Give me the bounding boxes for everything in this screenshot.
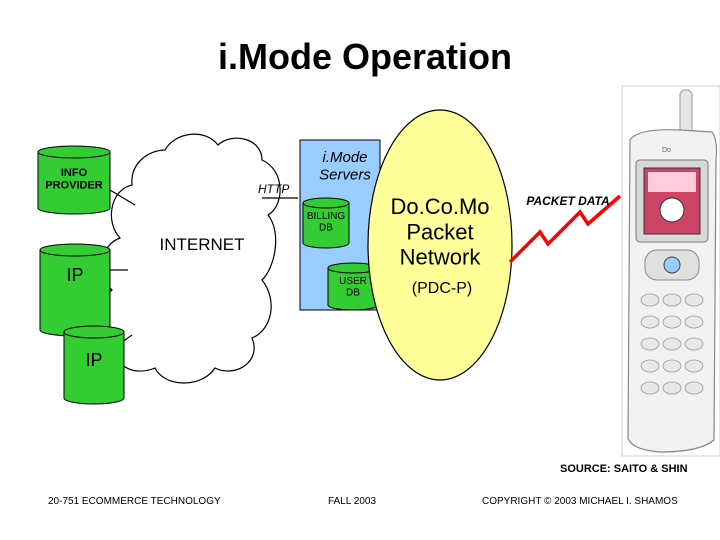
docomo-network-ellipse — [367, 109, 513, 381]
footer-copyright: COPYRIGHT © 2003 MICHAEL I. SHAMOS — [482, 496, 678, 507]
packet-data-label: PACKET DATA — [526, 194, 609, 208]
internet-label: INTERNET — [160, 235, 245, 254]
source-credit: SOURCE: SAITO & SHIN — [560, 463, 688, 475]
packet-data-bolt — [508, 194, 622, 264]
info-provider-cylinder — [37, 145, 111, 215]
slide-title: i.Mode Operation — [217, 36, 512, 77]
footer-term: FALL 2003 — [328, 496, 377, 507]
billing-db-cylinder — [302, 197, 350, 249]
ip-left-cylinder — [39, 243, 111, 337]
phone-brand-text: Do — [662, 147, 671, 154]
http-label: HTTP — [258, 182, 289, 196]
ip-left-label: IP — [66, 265, 83, 285]
ip-bottom-label: IP — [85, 350, 102, 370]
pdc-p-label: (PDC-P) — [412, 280, 472, 297]
mobile-phone: Do — [621, 85, 720, 457]
ip-bottom-cylinder — [63, 325, 125, 405]
info-provider-link — [109, 189, 136, 206]
internet-cloud — [99, 133, 281, 384]
footer-course: 20-751 ECOMMERCE TECHNOLOGY — [48, 496, 221, 507]
